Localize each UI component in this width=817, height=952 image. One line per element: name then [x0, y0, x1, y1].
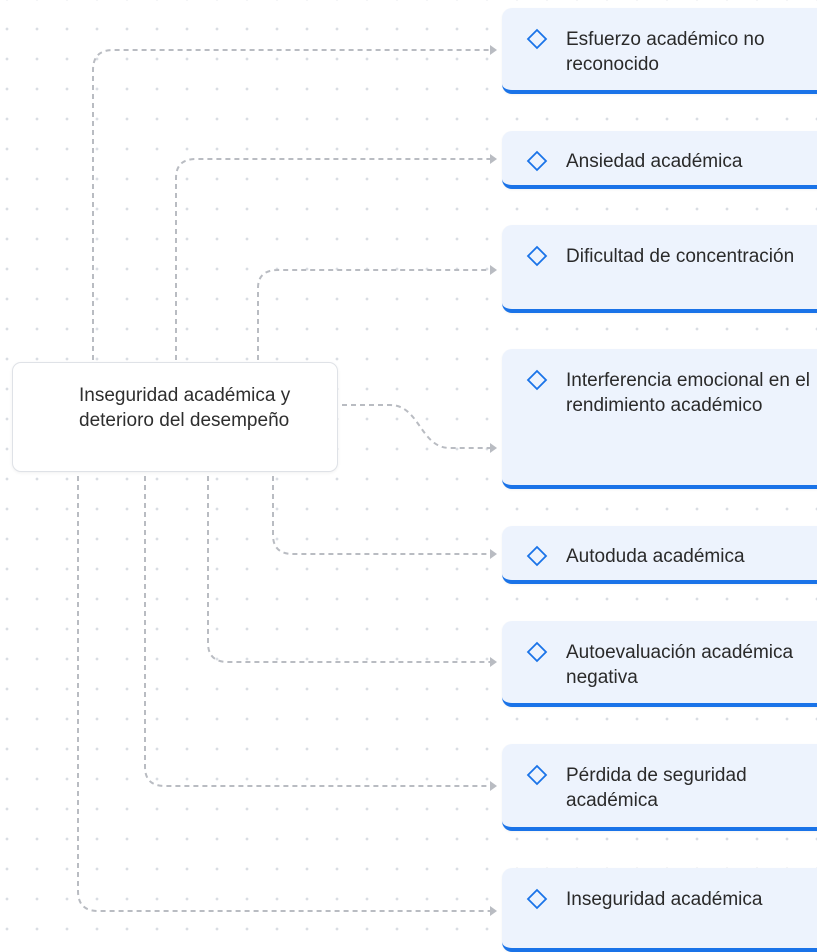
root-node-label: Inseguridad académica y deterioro del de…	[79, 385, 291, 431]
arrow-perdida	[490, 781, 497, 791]
diamond-icon	[526, 369, 548, 391]
root-node[interactable]: Inseguridad académica y deterioro del de…	[12, 362, 338, 472]
diamond-icon	[526, 641, 548, 663]
arrow-autoevaluacion	[490, 657, 497, 667]
arrow-inseguridad	[490, 906, 497, 916]
node-label: Pérdida de seguridad académica	[566, 765, 747, 811]
node-label: Interferencia emocional en el rendimient…	[566, 370, 810, 416]
node-label: Ansiedad académica	[566, 151, 743, 172]
node-dificultad-concentracion[interactable]: Dificultad de concentración	[502, 225, 817, 313]
connector-perdida	[144, 476, 490, 787]
node-label: Esfuerzo académico no reconocido	[566, 29, 765, 75]
diamond-icon	[526, 888, 548, 910]
diamond-icon	[526, 150, 548, 172]
node-label: Inseguridad académica	[566, 889, 763, 910]
node-esfuerzo-academico[interactable]: Esfuerzo académico no reconocido	[502, 8, 817, 94]
arrow-interferencia	[490, 443, 497, 453]
node-perdida-seguridad[interactable]: Pérdida de seguridad académica	[502, 744, 817, 831]
connector-inseguridad	[77, 476, 490, 912]
node-label: Autoevaluación académica negativa	[566, 642, 794, 688]
node-ansiedad-academica[interactable]: Ansiedad académica	[502, 131, 817, 189]
diamond-icon	[526, 245, 548, 267]
node-autoduda-academica[interactable]: Autoduda académica	[502, 526, 817, 584]
diamond-icon	[526, 28, 548, 50]
connector-esfuerzo	[92, 49, 490, 360]
arrow-autoduda	[490, 549, 497, 559]
connector-interferencia	[342, 404, 490, 449]
arrow-dificultad	[490, 265, 497, 275]
connector-ansiedad	[175, 158, 490, 360]
arrow-ansiedad	[490, 154, 497, 164]
node-autoevaluacion-negativa[interactable]: Autoevaluación académica negativa	[502, 621, 817, 707]
node-inseguridad-academica[interactable]: Inseguridad académica	[502, 868, 817, 952]
node-interferencia-emocional[interactable]: Interferencia emocional en el rendimient…	[502, 349, 817, 489]
connector-dificultad	[257, 269, 490, 360]
diamond-icon	[526, 545, 548, 567]
connector-autoevaluacion	[207, 476, 490, 663]
arrow-esfuerzo	[490, 45, 497, 55]
connector-autoduda	[272, 476, 490, 555]
node-label: Autoduda académica	[566, 546, 745, 567]
node-label: Dificultad de concentración	[566, 246, 795, 267]
diamond-icon	[526, 764, 548, 786]
